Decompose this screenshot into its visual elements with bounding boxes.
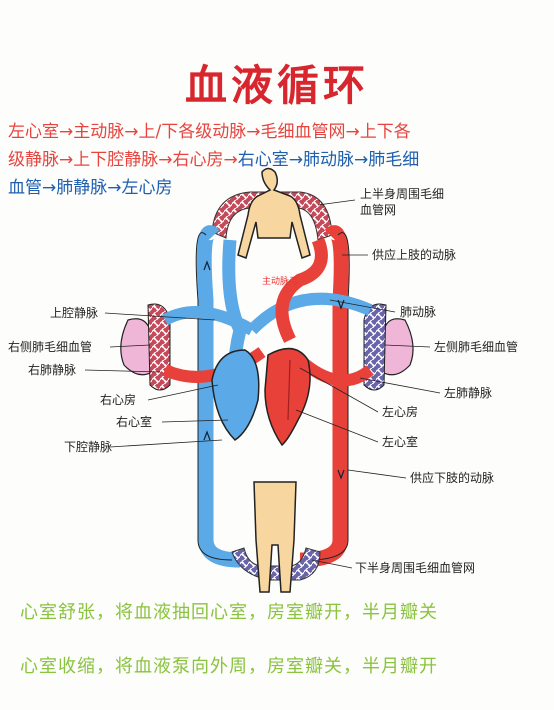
circulation-path-line-3: 血管→肺静脉→左心房 bbox=[8, 174, 548, 202]
circulation-path-line-1: 左心室→主动脉→上/下各级动脉→毛细血管网→上下各 bbox=[8, 118, 548, 146]
label-inferior-vena-cava: 下腔静脉 bbox=[64, 439, 112, 454]
systemic-vein-left bbox=[196, 225, 241, 568]
upper-body-figure bbox=[237, 167, 311, 259]
aortic-arch-vessel bbox=[275, 237, 328, 343]
label-pulmonary-artery: 肺动脉 bbox=[400, 304, 436, 319]
pulmonary-path-text: 右心室→肺动脉→肺毛细 bbox=[237, 150, 420, 170]
left-lung-capillary bbox=[363, 303, 387, 391]
label-lower-artery: 供应下肢的动脉 bbox=[410, 470, 494, 485]
label-right-pulmonary-vein: 右肺静脉 bbox=[28, 362, 76, 377]
systemic-path-text-2: 级静脉→上下腔静脉→右心房→ bbox=[8, 150, 238, 170]
label-left-lung-capillary: 左侧肺毛细血管 bbox=[434, 339, 518, 354]
circulation-path-line-2: 级静脉→上下腔静脉→右心房→右心室→肺动脉→肺毛细 bbox=[8, 146, 548, 174]
label-lower-capillary: 下半身周围毛细血管网 bbox=[355, 560, 475, 575]
right-heart bbox=[211, 349, 260, 441]
pulmonary-path-text-2: 血管→肺静脉→左心房 bbox=[8, 178, 173, 198]
label-aortic-arch: 主动脉弓 bbox=[262, 275, 298, 287]
lower-capillary-net bbox=[231, 547, 321, 581]
label-upper-artery: 供应上肢的动脉 bbox=[372, 247, 456, 262]
label-upper-capillary-1: 上半身周围毛细 bbox=[360, 186, 444, 201]
systole-note: 心室收缩，将血液泵向外周，房室瓣关，半月瓣开 bbox=[20, 656, 438, 677]
systemic-path-text: 左心室→主动脉→上/下各级动脉→毛细血管网→上下各 bbox=[8, 122, 411, 142]
right-lung bbox=[120, 318, 153, 376]
pulmonary-artery-left bbox=[162, 306, 255, 336]
pulmonary-artery-right bbox=[247, 292, 373, 335]
label-right-lung-capillary: 右侧肺毛细血管 bbox=[8, 339, 92, 354]
right-lung-capillary bbox=[147, 303, 171, 391]
label-left-pulmonary-vein: 左肺静脉 bbox=[444, 385, 492, 400]
label-right-atrium: 右心房 bbox=[100, 392, 136, 407]
label-right-ventricle: 右心室 bbox=[116, 414, 152, 429]
label-left-ventricle: 左心室 bbox=[382, 434, 418, 449]
page-title: 血液循环 bbox=[184, 61, 369, 110]
diastole-note: 心室舒张，将血液抽回心室，房室瓣开，半月瓣关 bbox=[20, 602, 438, 623]
label-left-atrium: 左心房 bbox=[382, 404, 418, 419]
left-lung bbox=[381, 318, 414, 376]
left-heart bbox=[264, 347, 311, 447]
label-superior-vena-cava: 上腔静脉 bbox=[50, 305, 98, 320]
label-upper-capillary-2: 血管网 bbox=[360, 202, 396, 217]
lower-body-figure bbox=[253, 481, 297, 593]
